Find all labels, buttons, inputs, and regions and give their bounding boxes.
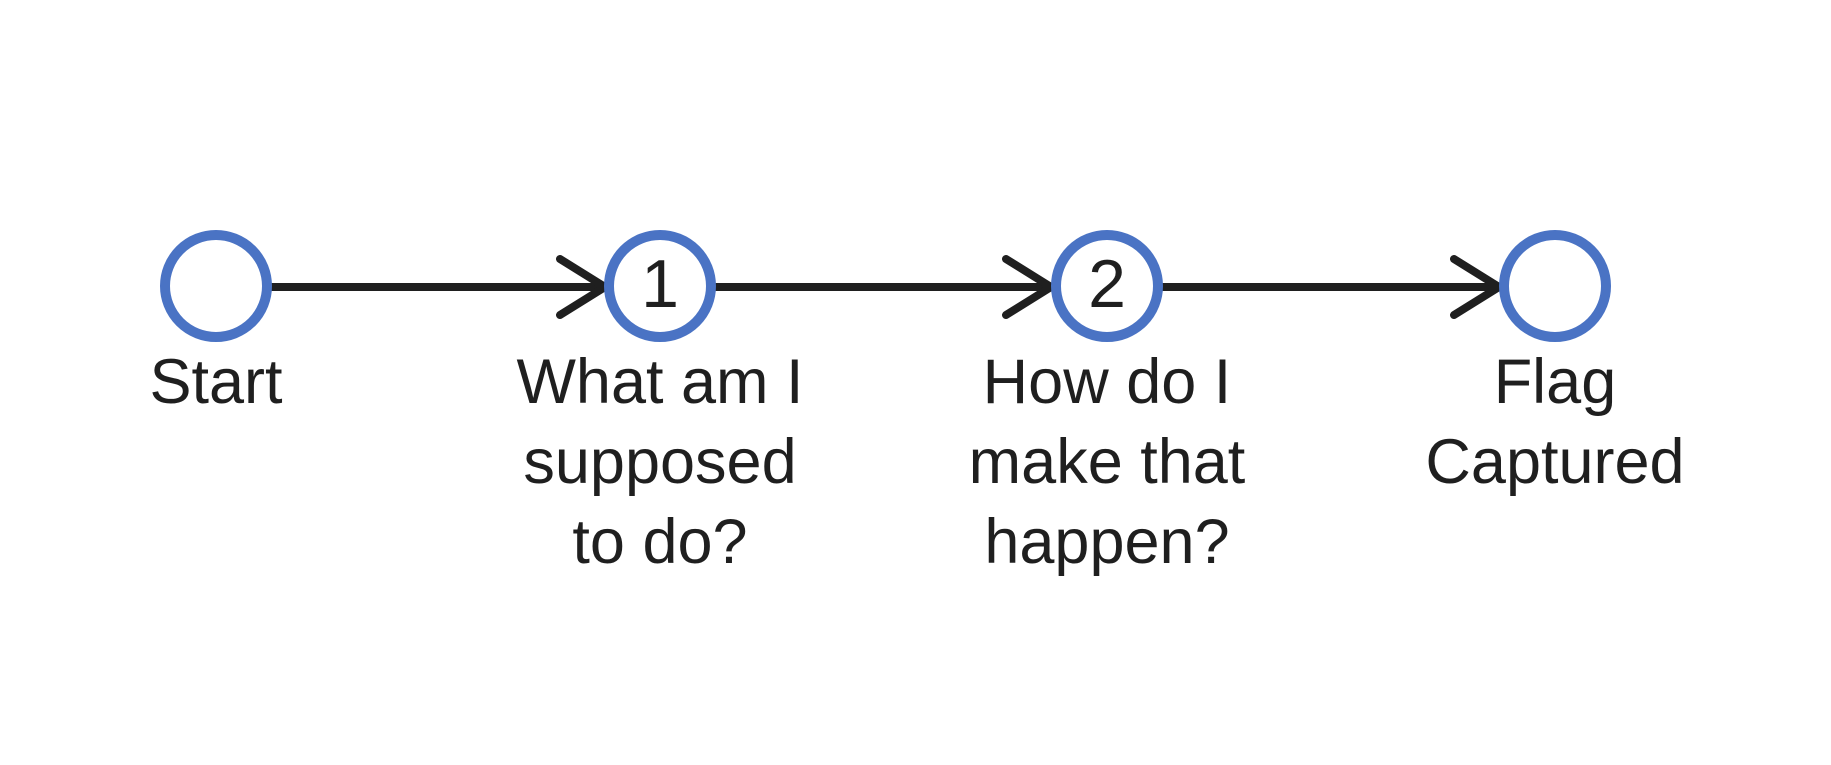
node-label: How do I make that happen?	[969, 342, 1246, 582]
label-line: happen?	[984, 507, 1230, 577]
label-line: What am I	[516, 347, 804, 417]
label-line: Captured	[1425, 427, 1685, 497]
node-number: 1	[641, 246, 679, 322]
label-line: to do?	[572, 507, 748, 577]
label-line: Flag	[1493, 347, 1617, 417]
node-circle: 1	[604, 230, 716, 342]
label-line: How do I	[982, 347, 1232, 417]
label-line: Start	[149, 347, 283, 417]
label-line: make that	[968, 427, 1246, 497]
flow-node-start: Start	[0, 230, 446, 422]
node-circle	[160, 230, 272, 342]
node-label: Start	[149, 342, 282, 422]
node-circle	[1499, 230, 1611, 342]
flow-node-step-2: 2 How do I make that happen?	[877, 230, 1337, 582]
label-line: supposed	[523, 427, 797, 497]
node-circle: 2	[1051, 230, 1163, 342]
flow-node-step-1: 1 What am I supposed to do?	[430, 230, 890, 582]
flow-node-end: Flag Captured	[1325, 230, 1785, 502]
node-number: 2	[1088, 246, 1126, 322]
node-label: Flag Captured	[1425, 342, 1684, 502]
node-label: What am I supposed to do?	[516, 342, 803, 582]
